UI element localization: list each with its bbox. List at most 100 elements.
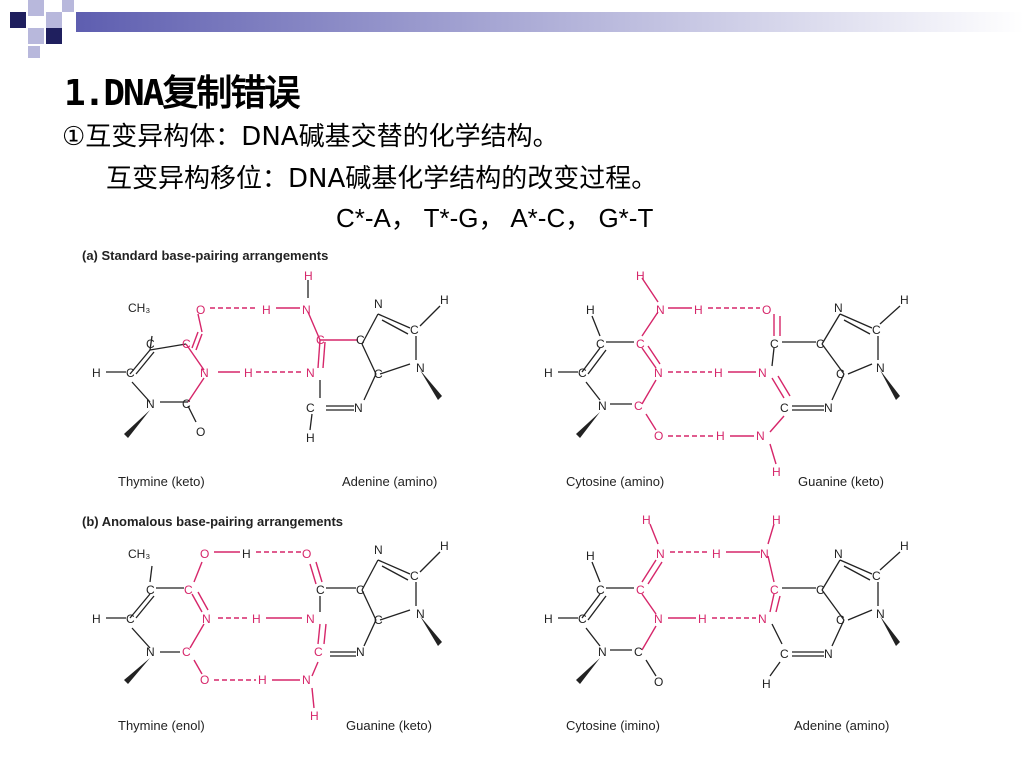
atom-label: N — [834, 301, 843, 315]
mispair-list: C*-A， T*-G， A*-C， G*-T — [336, 203, 654, 233]
atom-label: N — [824, 401, 833, 415]
atom-label: C — [578, 612, 587, 626]
atom-label: C — [410, 569, 419, 583]
atom-label: C — [356, 583, 365, 597]
atom-label: N — [756, 429, 765, 443]
atom-label: C — [816, 337, 825, 351]
atom-label: C — [126, 366, 135, 380]
caption-adenine-amino: Adenine (amino) — [342, 474, 437, 489]
atom-label: C — [146, 583, 155, 597]
atom-label: C — [816, 583, 825, 597]
atom-label: C — [770, 583, 779, 597]
atom-label: C — [636, 583, 645, 597]
atom-label: N — [598, 399, 607, 413]
atom-label: H — [306, 431, 315, 445]
atom-label: H — [304, 269, 313, 283]
atom-label: N — [356, 645, 365, 659]
slide-decoration — [10, 0, 1024, 58]
atom-label: H — [900, 539, 909, 553]
atom-label: H — [762, 677, 771, 691]
atom-label: N — [302, 303, 311, 317]
atom-label: C — [780, 401, 789, 415]
atom-label: O — [200, 673, 209, 687]
pair-cytosine-guanine: H H N H O C C C C N C H H C N H N C N N … — [544, 269, 909, 479]
atom-label: N — [656, 547, 665, 561]
caption-thymine-enol: Thymine (enol) — [118, 718, 205, 733]
atom-label: H — [586, 303, 595, 317]
atom-label: H — [252, 612, 261, 626]
atom-label: C — [316, 583, 325, 597]
atom-label: H — [586, 549, 595, 563]
atom-label: H — [310, 709, 319, 723]
atom-label: H — [714, 366, 723, 380]
atom-label: N — [416, 607, 425, 621]
atom-label: N — [200, 366, 209, 380]
atom-label: C — [126, 612, 135, 626]
atom-label: N — [146, 645, 155, 659]
atom-label: N — [876, 361, 885, 375]
atom-label: N — [146, 397, 155, 411]
atom-label: O — [196, 425, 205, 439]
tautomeric-shift-definition: 互变异构移位：DNA碱基化学结构的改变过程。 — [106, 164, 658, 194]
atom-label: O — [654, 675, 663, 689]
atom-label: N — [202, 612, 211, 626]
atom-label: C — [374, 367, 383, 381]
deco-square — [46, 28, 62, 44]
atom-label: N — [302, 673, 311, 687]
atom-label: C — [182, 645, 191, 659]
atom-label: N — [656, 303, 665, 317]
atom-label: H — [636, 269, 645, 283]
atom-label: CH₃ — [128, 301, 150, 315]
atom-label: C — [836, 613, 845, 627]
deco-square — [28, 0, 44, 16]
caption-guanine-keto-b: Guanine (keto) — [346, 718, 432, 733]
atom-label: N — [654, 366, 663, 380]
deco-square — [62, 0, 74, 12]
atom-label: N — [876, 607, 885, 621]
caption-thymine-keto: Thymine (keto) — [118, 474, 205, 489]
atom-label: N — [374, 297, 383, 311]
atom-label: N — [374, 543, 383, 557]
atom-label: H — [440, 539, 449, 553]
atom-label: H — [544, 366, 553, 380]
atom-label: H — [642, 513, 651, 527]
atom-label: C — [770, 337, 779, 351]
atom-label: N — [760, 547, 769, 561]
atom-label: C — [596, 583, 605, 597]
atom-label: H — [772, 465, 781, 479]
atom-label: C — [596, 337, 605, 351]
atom-label: H — [440, 293, 449, 307]
atom-label: H — [258, 673, 267, 687]
deco-square — [46, 12, 62, 28]
atom-label: C — [374, 613, 383, 627]
atom-label: N — [416, 361, 425, 375]
atom-label: H — [544, 612, 553, 626]
atom-label: H — [242, 547, 251, 561]
caption-cytosine-amino: Cytosine (amino) — [566, 474, 664, 489]
pair-thymine-enol-guanine: CH₃ O H O C C C C N C H H C N H N C N N … — [92, 539, 449, 723]
atom-label: O — [654, 429, 663, 443]
atom-label: C — [836, 367, 845, 381]
atom-label: C — [182, 397, 191, 411]
header-gradient-bar — [76, 12, 1024, 32]
atom-label: N — [834, 547, 843, 561]
atom-label: C — [578, 366, 587, 380]
atom-label: O — [200, 547, 209, 561]
atom-label: N — [306, 612, 315, 626]
deco-square — [28, 28, 44, 44]
atom-label: O — [196, 303, 205, 317]
deco-square — [10, 12, 26, 28]
atom-label: C — [306, 401, 315, 415]
atom-label: C — [146, 337, 155, 351]
atom-label: H — [262, 303, 271, 317]
caption-adenine-amino-b: Adenine (amino) — [794, 718, 889, 733]
pair-thymine-adenine: CH₃ C C O H N H C N H N N C O C C C C N … — [92, 269, 449, 445]
atom-label: C — [634, 399, 643, 413]
atom-label: C — [356, 333, 365, 347]
atom-label: O — [762, 303, 771, 317]
pair-cytosine-imino-adenine: H H H N H N C C C C N C H H C N H N C N … — [544, 513, 909, 691]
base-pairing-figure: (a) Standard base-pairing arrangements (… — [82, 248, 909, 733]
atom-label: H — [694, 303, 703, 317]
atom-label: H — [772, 513, 781, 527]
caption-guanine-keto: Guanine (keto) — [798, 474, 884, 489]
